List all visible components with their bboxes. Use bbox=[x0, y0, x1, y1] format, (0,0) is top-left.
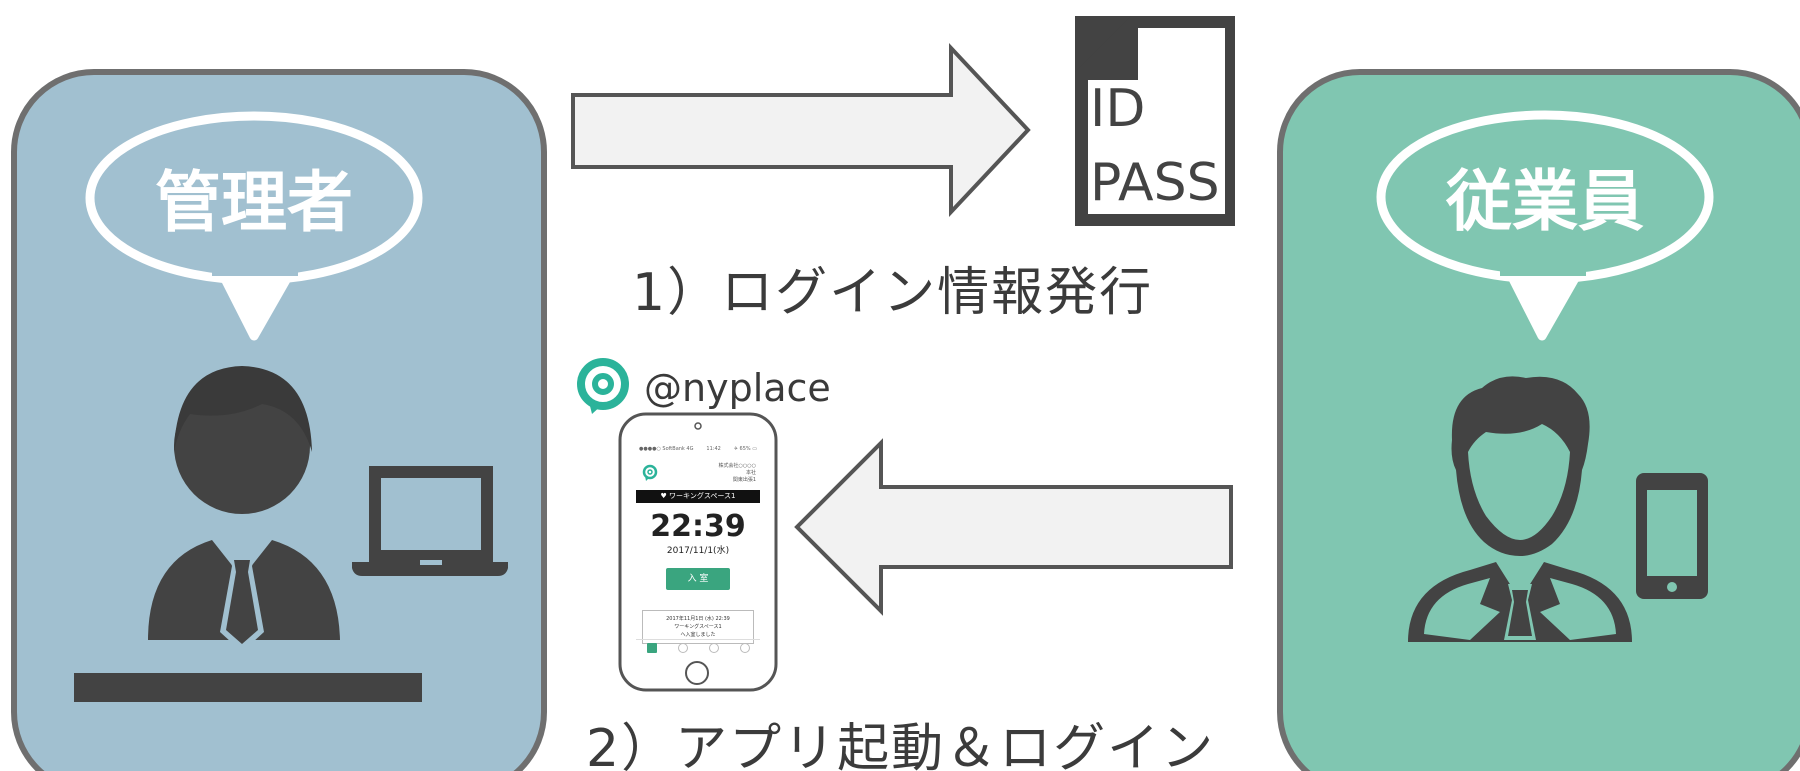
clock-date: 2017/11/1(水) bbox=[666, 546, 730, 556]
laptop-icon bbox=[352, 466, 508, 576]
phone-status-bar: ●●●●○ SoftBank 4G 11:42 ✈ 65% ▭ bbox=[636, 446, 760, 456]
step1-caption: 1）ログイン情報発行 bbox=[632, 263, 1154, 323]
doc-id-text: ID bbox=[1090, 79, 1145, 139]
id-pass-document-icon: ID PASS bbox=[1075, 16, 1235, 226]
doc-pass-text: PASS bbox=[1090, 153, 1220, 213]
company-info: 株式会社○○○○ 本社 関東出張1 bbox=[718, 462, 756, 483]
admin-label: 管理者 bbox=[155, 164, 353, 241]
tab-user-icon[interactable] bbox=[708, 643, 719, 653]
entry-log: 2017年11月1日 (水) 22:39 ワーキングスペース1 へ入室しました bbox=[642, 610, 754, 644]
tab-history-icon[interactable] bbox=[677, 643, 688, 653]
smartphone-icon bbox=[1636, 473, 1708, 599]
employee-label: 従業員 bbox=[1445, 163, 1644, 240]
admin-person-icon bbox=[148, 366, 340, 652]
clock-time: 22:39 bbox=[650, 509, 746, 544]
status-battery: ✈ 65% ▭ bbox=[733, 446, 757, 452]
phone-tab-bar bbox=[636, 639, 760, 656]
app-logo-icon bbox=[642, 464, 658, 481]
phone-screen: ●●●●○ SoftBank 4G 11:42 ✈ 65% ▭ 株式会社○○○○… bbox=[636, 446, 760, 656]
anyplace-brand: @nyplace bbox=[576, 358, 831, 418]
location-bar: ♥ ワーキングスペース1 bbox=[636, 490, 760, 503]
admin-speech-bubble: 管理者 bbox=[85, 111, 423, 341]
arrow-app-login bbox=[794, 438, 1233, 616]
employee-person-icon bbox=[1408, 376, 1632, 642]
brand-name: @nyplace bbox=[644, 366, 831, 410]
employee-speech-bubble: 従業員 bbox=[1376, 110, 1714, 341]
arrow-issue-credentials bbox=[571, 42, 1031, 218]
status-carrier: ●●●●○ SoftBank 4G bbox=[639, 446, 694, 452]
tab-settings-icon[interactable] bbox=[739, 643, 750, 653]
desk bbox=[74, 673, 422, 702]
status-time: 11:42 bbox=[706, 446, 721, 452]
anyplace-logo-icon bbox=[577, 358, 629, 414]
tab-home-icon[interactable] bbox=[646, 643, 657, 653]
enter-button[interactable]: 入 室 bbox=[666, 568, 730, 590]
step2-caption: 2）アプリ起動＆ログイン bbox=[586, 719, 1216, 771]
